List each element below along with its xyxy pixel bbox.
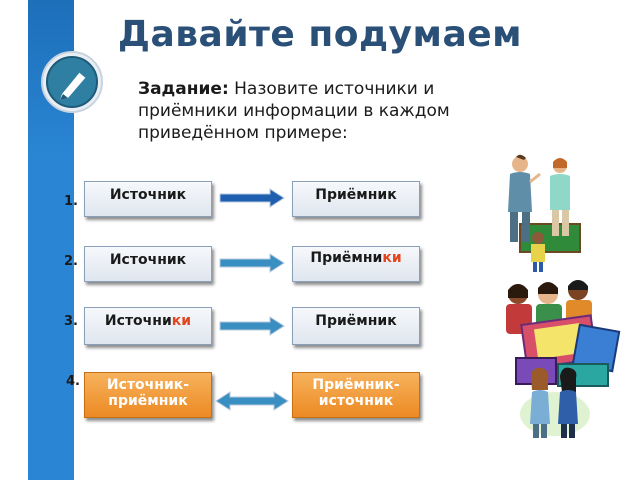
row-1-number: 1.	[64, 194, 78, 209]
page-title: Давайте подумаем	[117, 14, 523, 55]
row-2-source-label: Источник	[109, 252, 187, 268]
row-3-receiver-label: Приёмник	[315, 313, 397, 329]
row-1-source-label: Источник	[109, 187, 187, 203]
task-label: Задание:	[138, 79, 229, 99]
row-4-receiver-source-box: Приёмник- источник	[292, 372, 420, 418]
teacher-student-illustration	[508, 154, 581, 272]
row-4-number: 4.	[66, 374, 80, 389]
row-4-right-line2: источник	[318, 393, 394, 409]
row-3-source-box: Источники	[84, 307, 212, 345]
row-4-right-line1: Приёмник-	[312, 377, 400, 393]
row-4-arrow-both-icon	[215, 391, 289, 411]
row-2-receiver-label: Приёмни	[310, 250, 383, 266]
row-4-left-line2: приёмник	[108, 393, 188, 409]
row-2-receiver-box: Приёмники	[292, 246, 420, 282]
pen-logo-icon	[41, 51, 103, 113]
row-2-number: 2.	[64, 254, 78, 269]
row-2-arrow-right-icon	[219, 253, 285, 273]
row-2-source-box: Источник	[84, 246, 212, 282]
girls-talking-illustration	[520, 367, 590, 438]
row-3-number: 3.	[64, 314, 78, 329]
row-1-receiver-label: Приёмник	[315, 187, 397, 203]
row-3-source-accent: ки	[171, 313, 192, 329]
row-4-left-line1: Источник-	[106, 377, 190, 393]
row-1-arrow-right-icon	[219, 188, 285, 208]
row-4-source-receiver-box: Источник- приёмник	[84, 372, 212, 418]
task-text: Задание: Назовите источники и приёмники …	[138, 78, 528, 144]
row-1-receiver-box: Приёмник	[292, 181, 420, 217]
children-reading-illustration	[506, 280, 621, 387]
row-2-receiver-accent: ки	[382, 250, 402, 266]
task-body: Назовите источники и приёмники информаци…	[138, 79, 450, 143]
row-1-source-box: Источник	[84, 181, 212, 217]
row-3-arrow-right-icon	[219, 316, 285, 336]
row-3-receiver-box: Приёмник	[292, 307, 420, 345]
row-3-source-label: Источни	[104, 313, 172, 329]
